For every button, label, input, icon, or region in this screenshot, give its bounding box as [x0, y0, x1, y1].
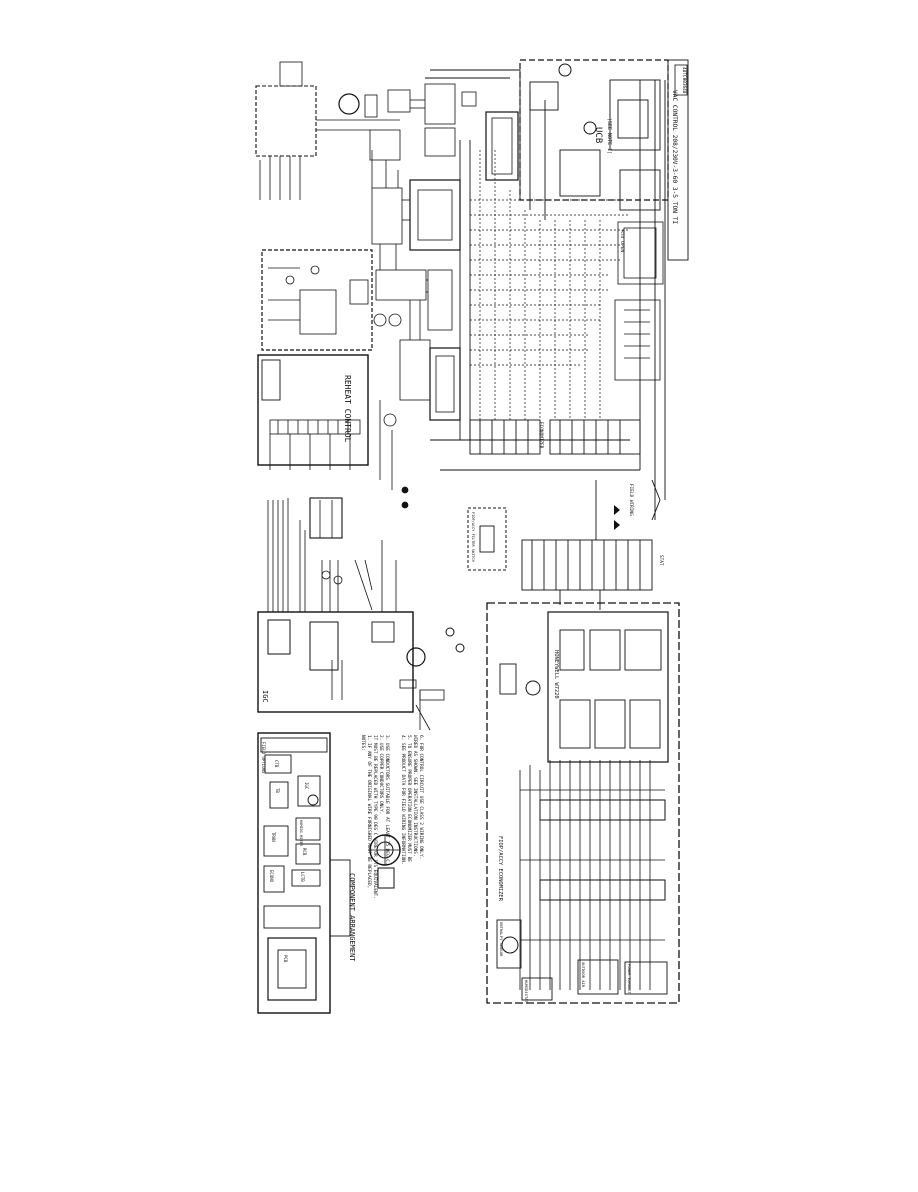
box-label-field-options: FIELD OPTIONS [261, 742, 266, 774]
component-arrangement-title: COMPONENT ARRANGEMENT [348, 873, 356, 962]
note-line-1: 1. IF ANY OF THE ORIGINAL WIRE FURNISHED… [366, 735, 372, 888]
ucb-board: UCB (SEE NOTE 1) [519, 59, 669, 211]
note-line-2: IT MUST BE REPLACED WITH TYPE 90 DEG C W… [372, 735, 378, 899]
factory-economizer-label: FIOP/ACCY ECONOMIZER [497, 836, 503, 902]
note-line-6: 5. TO ENSURE PROPER OPERATION ECONOMIZER… [406, 735, 412, 862]
box-label-tb: TB [275, 788, 280, 793]
igc-wiring [267, 497, 431, 731]
drawing-number: 48TC003648 [681, 67, 687, 94]
box-label-econo: ECONO [269, 870, 274, 883]
reheat-control-block: REHEAT CONTROL [257, 354, 369, 466]
top-components [255, 61, 519, 200]
box-label-lctb: LCTB [300, 872, 305, 882]
rtu-open-label: RTU OPEN [619, 230, 625, 252]
igc-board: IGC [257, 611, 465, 713]
reheat-terminals [261, 249, 373, 470]
contactor-area [371, 150, 461, 509]
box-label-humidimizer: HUMIDI-MIZER [299, 820, 303, 847]
economizer-label: ECONOMIZER [538, 422, 544, 449]
dial-symbol [369, 834, 401, 889]
field-wiring-markers: FIELD WIRING [595, 479, 661, 540]
economizer-harness [519, 760, 666, 990]
filter-switch-block: FIOP/ACCY FILTER SWITCH [467, 507, 507, 571]
notes-block: NOTES: 1. IF ANY OF THE ORIGINAL WIRE FU… [360, 735, 424, 899]
honeywell-controller: HONEYWELL W7220 [499, 611, 669, 763]
note-line-7: WIRED AS SHOWN. SEE INSTALLATION INSTRUC… [412, 735, 418, 857]
reheat-control-label: REHEAT CONTROL [343, 375, 352, 443]
igc-label: IGC [261, 690, 269, 703]
ucb-label: UCB [593, 127, 603, 143]
title-block: VAC CONTROL 208/230V-3-60 3-5 TON TI 48T… [667, 59, 689, 261]
factory-economizer-box: FIOP/ACCY ECONOMIZER [486, 602, 680, 1004]
outdoor-air-label: OUTDOOR AIR [581, 962, 586, 988]
note-line-5: 4. SEE PRODUCT DATA FOR FIELD WIRING INF… [400, 735, 406, 865]
bottom-sensors: ENTHALPY SENSOR HUMIDISTAT OUTDOOR AIR P… [496, 919, 668, 1004]
filter-switch-label: FIOP/ACCY FILTER SWITCH [471, 512, 475, 562]
stat-label: STAT [658, 555, 664, 566]
note-line-3: 2. USE COPPER CONDUCTORS ONLY. [378, 735, 384, 814]
box-label-rcb: RCB [302, 848, 307, 856]
field-wiring-label: FIELD WIRING [628, 484, 634, 516]
honeywell-label: HONEYWELL W7220 [553, 650, 559, 699]
note-line-8: 6. FOR CONTROL CIRCUIT USE CLASS 2 WIRIN… [418, 735, 424, 859]
power-exhaust-label: POWER EXHAUST [627, 964, 632, 994]
box-label-ctb: CTB [274, 760, 279, 768]
terminal-blocks-mid [469, 419, 641, 455]
see-note-label: (SEE NOTE 1) [606, 118, 612, 154]
box-label-tran: TRAN [271, 832, 276, 842]
component-arrangement-panel: COMPONENT ARRANGEMENT FIELD OPTIONS CTB … [257, 732, 356, 1014]
note-line-4: 3. USE CONDUCTORS SUITABLE FOR AT LEAST … [384, 735, 390, 865]
rtu-open-block [614, 221, 664, 381]
box-label-igc: IGC [304, 782, 309, 790]
drawing-title: VAC CONTROL 208/230V-3-60 3-5 TON TI [671, 90, 678, 224]
box-label-pcb: PCB [283, 955, 288, 963]
note-line-0: NOTES: [360, 735, 366, 751]
enthalpy-sensor-label: ENTHALPY SENSOR [499, 922, 504, 957]
humidistat-label: HUMIDISTAT [524, 980, 529, 1004]
